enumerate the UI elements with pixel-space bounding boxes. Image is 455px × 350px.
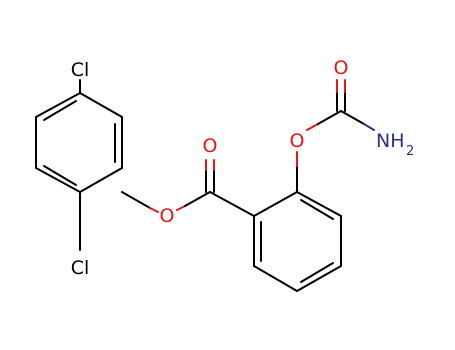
bond-c-n	[340, 110, 365, 125]
atom-o-carbonyl: O	[203, 135, 218, 157]
bond-ring-o	[121, 191, 151, 209]
atom-o-carbamate-carbonyl: O	[334, 57, 349, 79]
double-bond-inner	[300, 262, 334, 283]
bond-o-ring	[149, 207, 159, 213]
atom-cl-bottom: Cl	[71, 257, 90, 279]
bond	[296, 191, 342, 217]
bond	[253, 265, 298, 292]
bond	[35, 167, 81, 193]
bond	[253, 191, 298, 217]
bond-o-carbonylc	[176, 205, 186, 211]
bond-carbonylc-ring	[209, 191, 255, 217]
dichlorophenyl-ring	[35, 92, 123, 193]
atom-o-ester: O	[160, 205, 175, 227]
bond	[296, 265, 342, 292]
atom-nh2: NH	[376, 130, 405, 152]
atom-o-carbamate: O	[290, 130, 305, 152]
bond-o-carbamatec	[317, 110, 342, 125]
benzoate-ring	[253, 191, 342, 292]
atom-nh2-subscript: 2	[406, 144, 414, 159]
bond	[35, 92, 81, 118]
bond	[79, 92, 123, 118]
atom-nh: NH	[376, 130, 405, 152]
double-bond-inner	[43, 100, 77, 121]
atom-cl-top: Cl	[71, 59, 90, 81]
double-bond-inner	[43, 165, 77, 186]
double-bond-inner	[300, 199, 334, 220]
bond-o-carbonylc-black	[184, 191, 211, 207]
bond-o-carbamatec-red	[306, 123, 319, 131]
bond	[79, 167, 123, 193]
bond-c-n-blue	[363, 123, 375, 131]
